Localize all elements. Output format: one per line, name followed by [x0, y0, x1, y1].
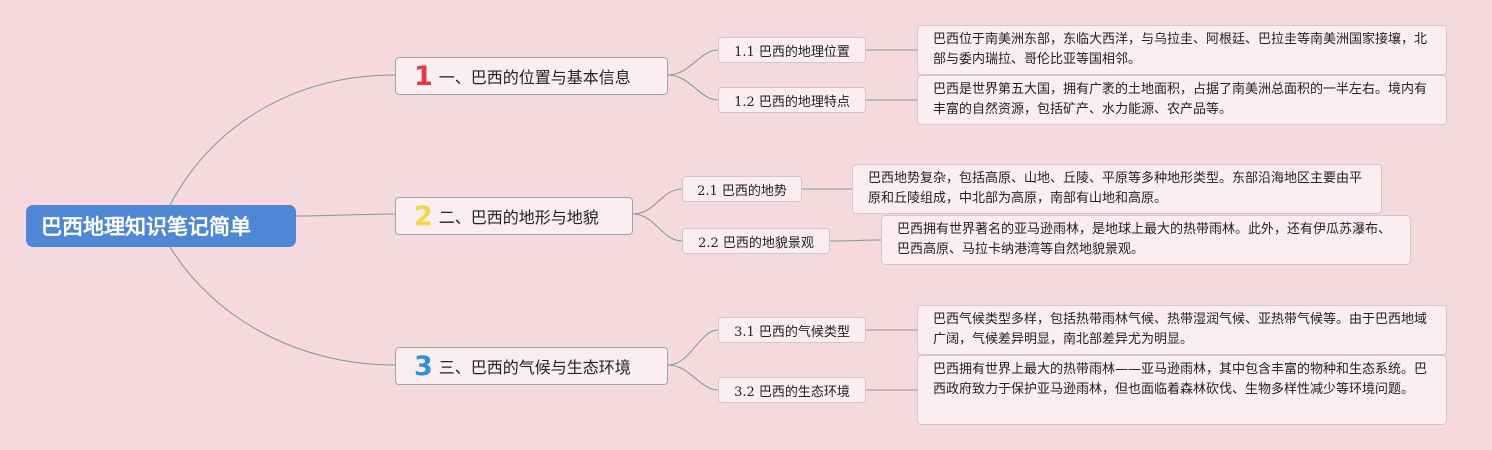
subtopic-3-2[interactable]: 3.2 巴西的生态环境 [718, 377, 866, 403]
branch-2-to-sub-2-line [632, 213, 683, 242]
branch-1-to-sub-1-line [667, 49, 719, 76]
branch-2-to-sub-1-line [632, 188, 683, 215]
subtopic-1-1[interactable]: 1.1 巴西的地理位置 [718, 37, 866, 63]
root-topic-label: 巴西地理知识笔记简单 [41, 215, 251, 239]
root-topic[interactable]: 巴西地理知识笔记简单 [26, 205, 296, 247]
subtopic-1-2-label: 1.2 巴西的地理特点 [734, 94, 850, 110]
branch-1-label: 一、巴西的位置与基本信息 [438, 68, 631, 87]
root-to-branch-3-line [169, 246, 396, 366]
branch-1-to-sub-2-line [667, 74, 719, 101]
subtopic-3-2-label: 3.2 巴西的生态环境 [734, 384, 850, 400]
root-to-branch-2-line [295, 213, 396, 217]
subtopic-2-2-label: 2.2 巴西的地貌景观 [698, 235, 814, 251]
subtopic-1-2[interactable]: 1.2 巴西的地理特点 [718, 87, 866, 113]
detail-2-1-text: 巴西地势复杂，包括高原、山地、丘陵、平原等多种地形类型。东部沿海地区主要由平原和… [868, 171, 1363, 206]
branch-1[interactable]: 1 一、巴西的位置与基本信息 [395, 57, 668, 95]
branch-2-label: 二、巴西的地形与地貌 [438, 208, 599, 227]
branch-3-to-sub-1-line [667, 329, 719, 366]
number-three-icon: 3 [414, 350, 433, 382]
branch-3-label: 三、巴西的气候与生态环境 [438, 358, 631, 377]
branch-3-to-sub-2-line [667, 364, 719, 391]
number-one-icon: 1 [414, 60, 433, 92]
detail-3-1-text: 巴西气候类型多样，包括热带雨林气候、热带湿润气候、亚热带气候等。由于巴西地域广阔… [933, 312, 1428, 347]
subtopic-1-1-label: 1.1 巴西的地理位置 [734, 44, 850, 60]
subtopic-2-1[interactable]: 2.1 巴西的地势 [682, 176, 802, 202]
branch-3[interactable]: 3 三、巴西的气候与生态环境 [395, 347, 668, 385]
subtopic-3-1-label: 3.1 巴西的气候类型 [734, 324, 850, 340]
detail-3-2[interactable]: 巴西拥有世界上最大的热带雨林——亚马逊雨林，其中包含丰富的物种和生态系统。巴西政… [917, 355, 1447, 425]
detail-1-1[interactable]: 巴西位于南美洲东部，东临大西洋，与乌拉圭、阿根廷、巴拉圭等南美洲国家接壤，北部与… [917, 25, 1447, 75]
detail-2-1[interactable]: 巴西地势复杂，包括高原、山地、丘陵、平原等多种地形类型。东部沿海地区主要由平原和… [852, 164, 1382, 214]
detail-1-2-text: 巴西是世界第五大国，拥有广袤的土地面积，占据了南美洲总面积的一半左右。境内有丰富… [933, 82, 1428, 117]
subtopic-3-1[interactable]: 3.1 巴西的气候类型 [718, 317, 866, 343]
subtopic-2-1-label: 2.1 巴西的地势 [697, 183, 787, 199]
branch-2[interactable]: 2 二、巴西的地形与地貌 [395, 197, 633, 235]
root-to-branch-1-line [169, 74, 396, 206]
detail-3-2-text: 巴西拥有世界上最大的热带雨林——亚马逊雨林，其中包含丰富的物种和生态系统。巴西政… [933, 362, 1428, 397]
subtopic-2-2[interactable]: 2.2 巴西的地貌景观 [682, 228, 830, 254]
sub-2-2-to-detail-line [829, 239, 882, 242]
detail-2-2-text: 巴西拥有世界著名的亚马逊雨林，是地球上最大的热带雨林。此外，还有伊瓜苏瀑布、巴西… [897, 222, 1392, 257]
detail-1-1-text: 巴西位于南美洲东部，东临大西洋，与乌拉圭、阿根廷、巴拉圭等南美洲国家接壤，北部与… [933, 32, 1428, 67]
detail-3-1[interactable]: 巴西气候类型多样，包括热带雨林气候、热带湿润气候、亚热带气候等。由于巴西地域广阔… [917, 305, 1447, 355]
detail-2-2[interactable]: 巴西拥有世界著名的亚马逊雨林，是地球上最大的热带雨林。此外，还有伊瓜苏瀑布、巴西… [881, 215, 1411, 265]
detail-1-2[interactable]: 巴西是世界第五大国，拥有广袤的土地面积，占据了南美洲总面积的一半左右。境内有丰富… [917, 75, 1447, 125]
number-two-icon: 2 [414, 200, 433, 232]
